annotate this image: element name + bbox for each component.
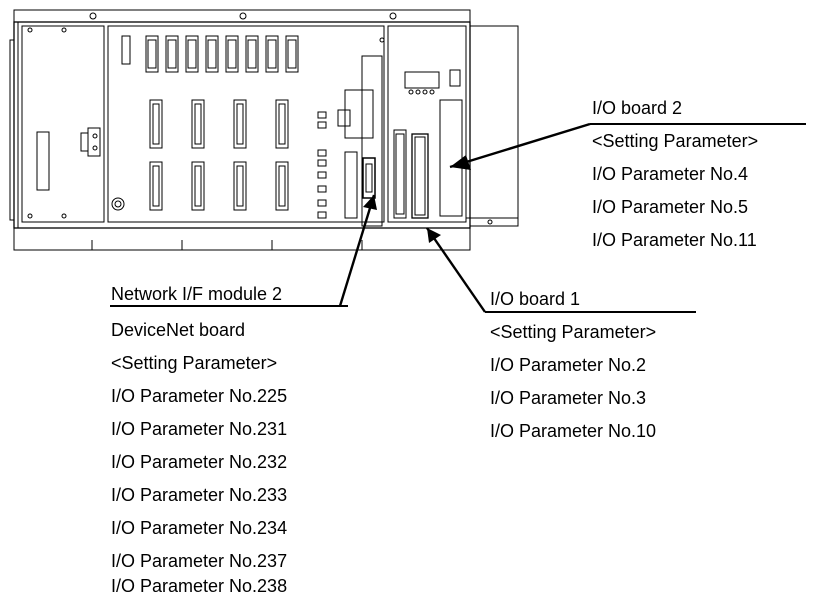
power-unit (21, 25, 105, 223)
network-if-module (361, 55, 383, 227)
power-connector (36, 131, 50, 191)
io-board-1-line: <Setting Parameter> (490, 322, 657, 342)
callout-network-module-leader (110, 194, 376, 307)
network-module-line: I/O Parameter No.231 (111, 419, 288, 439)
io-board-1-connector (411, 133, 429, 219)
network-module-line: I/O Parameter No.233 (111, 485, 288, 505)
callout-io-board-2: I/O board 2 <Setting Parameter> I/O Para… (592, 97, 758, 251)
network-module-line: <Setting Parameter> (111, 353, 278, 373)
network-module-line: I/O Parameter No.232 (111, 452, 288, 472)
motor-connectors (149, 99, 289, 211)
io-board-1-line: I/O Parameter No.3 (490, 388, 647, 408)
arrowhead-io-board-1 (427, 228, 441, 243)
network-module-line: I/O Parameter No.234 (111, 518, 288, 538)
io-board-1-line: I/O Parameter No.10 (490, 421, 657, 441)
callout-io-board-1: I/O board 1 <Setting Parameter> I/O Para… (490, 288, 656, 442)
callout-io-board-2-leader (449, 122, 806, 169)
side-extension (469, 25, 519, 227)
arrowhead-network-module (363, 195, 377, 210)
top-rail (13, 9, 471, 23)
io-board-2-line: I/O Parameter No.4 (592, 164, 749, 184)
io-board-2-title: I/O board 2 (592, 98, 683, 118)
io-board-1-title: I/O board 1 (490, 289, 581, 309)
network-module-line: I/O Parameter No.225 (111, 386, 288, 406)
io-board-2-line: I/O Parameter No.5 (592, 197, 749, 217)
callout-network-if-module-2: Network I/F module 2 DeviceNet board <Se… (111, 283, 287, 597)
base-plate (13, 227, 471, 251)
io-board-2-line: I/O Parameter No.11 (592, 230, 757, 250)
arrowhead-io-board-2 (450, 155, 471, 170)
status-leds (317, 111, 327, 219)
encoder-connectors (145, 35, 299, 73)
network-module-title: Network I/F module 2 (111, 284, 283, 304)
network-module-line: I/O Parameter No.238 (111, 576, 288, 596)
io-board-1-line: I/O Parameter No.2 (490, 355, 647, 375)
devicenet-connector (362, 157, 376, 199)
network-module-line: I/O Parameter No.237 (111, 551, 288, 571)
callout-io-board-1-leader (426, 227, 696, 313)
drive-unit (107, 25, 385, 223)
io-board-2-line: <Setting Parameter> (592, 131, 759, 151)
io-unit (387, 25, 467, 223)
chassis (13, 21, 471, 229)
network-module-line: DeviceNet board (111, 320, 246, 340)
io-board-2-slot (439, 99, 463, 217)
